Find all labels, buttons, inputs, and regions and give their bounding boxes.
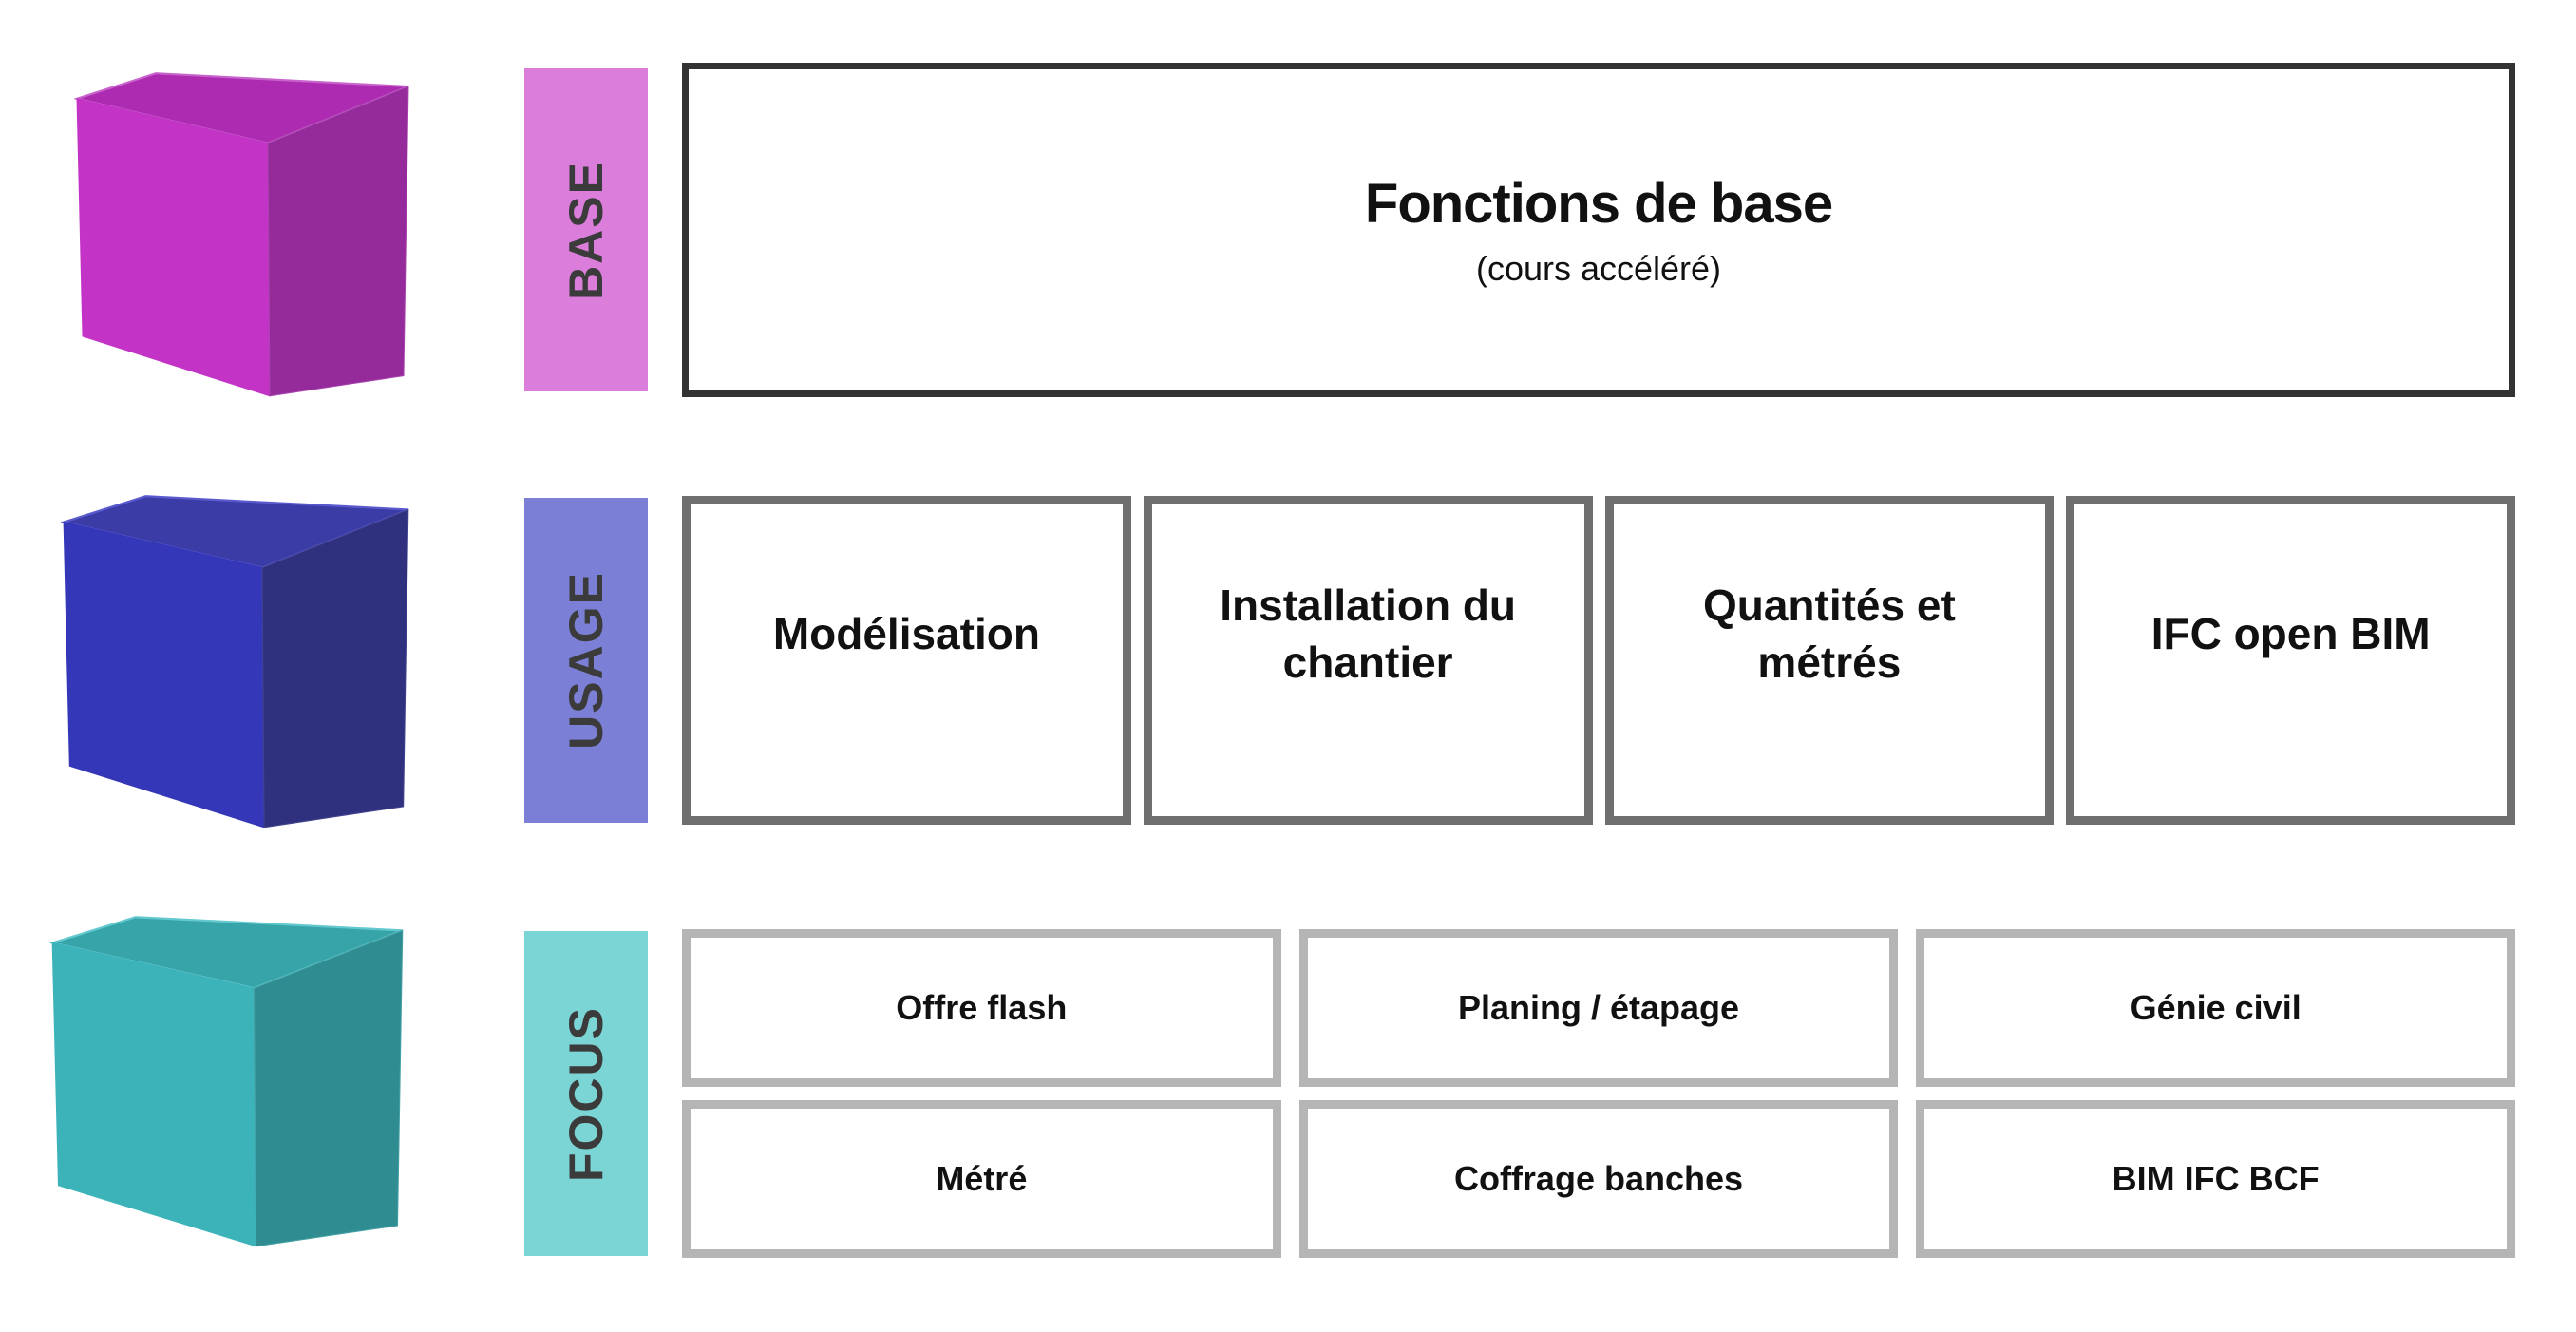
blue-cube-icon	[61, 493, 412, 830]
usage-box-modelisation: Modélisation	[682, 496, 1131, 825]
usage-row: Modélisation Installation du chantier Qu…	[682, 496, 2515, 825]
teal-cube-icon	[49, 914, 407, 1249]
base-box-subtitle: (cours accéléré)	[1475, 248, 1722, 288]
focus-box-metre: Métré	[682, 1100, 1281, 1258]
focus-box-bim-ifc-bcf: BIM IFC BCF	[1916, 1100, 2515, 1258]
usage-box-quantites-metres: Quantités et métrés	[1604, 496, 2055, 825]
focus-tag: FOCUS	[524, 931, 648, 1256]
usage-box-installation-chantier: Installation du chantier	[1143, 496, 1593, 825]
focus-box-offre-flash: Offre flash	[682, 929, 1281, 1087]
usage-box-ifc-open-bim: IFC open BIM	[2066, 496, 2515, 825]
usage-tag: USAGE	[524, 498, 648, 823]
focus-box-coffrage-banches: Coffrage banches	[1298, 1100, 1899, 1258]
focus-grid: Offre flash Planing / étapage Génie civi…	[682, 929, 2515, 1258]
magenta-cube-icon	[74, 70, 412, 399]
base-tag-label: BASE	[559, 160, 613, 300]
focus-box-planing-etapage: Planing / étapage	[1298, 929, 1899, 1087]
usage-tag-label: USAGE	[559, 571, 613, 750]
focus-tag-label: FOCUS	[559, 1005, 613, 1182]
base-box: Fonctions de base (cours accéléré)	[682, 63, 2515, 397]
base-tag: BASE	[524, 68, 648, 391]
base-box-title: Fonctions de base	[1364, 172, 1833, 235]
focus-box-genie-civil: Génie civil	[1916, 929, 2515, 1087]
